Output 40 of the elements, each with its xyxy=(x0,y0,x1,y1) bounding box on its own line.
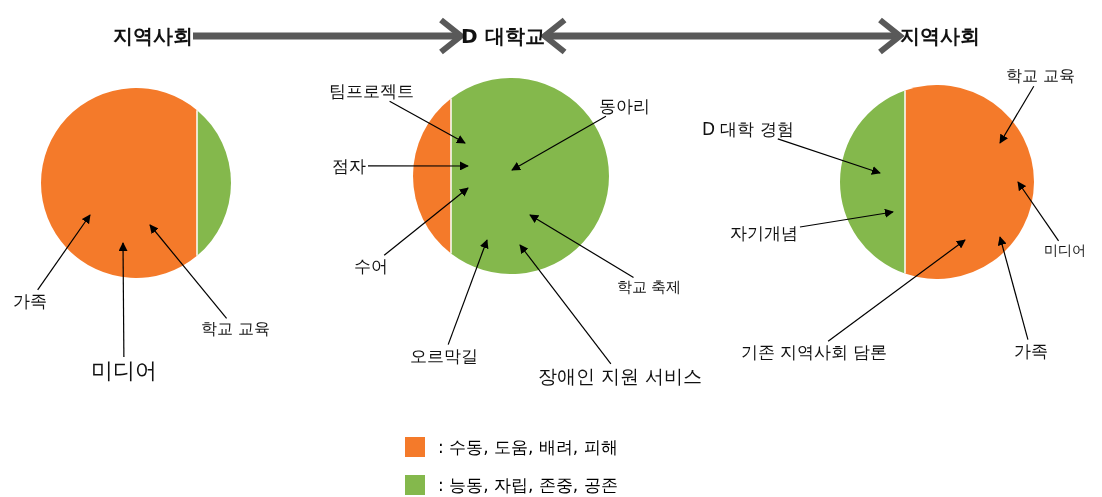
leader-line xyxy=(519,244,612,365)
leader-line xyxy=(827,239,966,342)
callout-label: 동아리 xyxy=(598,96,650,116)
pie-circle xyxy=(41,88,231,278)
legend-label: : 수동, 도움, 배려, 피해 xyxy=(438,436,618,459)
callout-label: 학교 축제 xyxy=(616,278,682,295)
leader-line xyxy=(389,100,466,144)
callout-label: 점자 xyxy=(332,156,366,176)
heading: D 대학교 xyxy=(461,25,545,47)
callout-label: 기존 지역사회 담론 xyxy=(740,342,888,362)
callout-label: 학교 교육 xyxy=(1005,67,1075,85)
callout-label: 자기개념 xyxy=(730,223,798,243)
leader-line xyxy=(37,214,91,291)
leader-line xyxy=(529,214,635,279)
leader-line xyxy=(383,187,469,256)
callout-label: 오르막길 xyxy=(410,346,478,366)
heading: 지역사회 xyxy=(900,25,980,47)
leader-line xyxy=(149,224,228,320)
pie-circle xyxy=(840,85,1034,279)
callout-label: 미디어 xyxy=(1044,242,1086,258)
leader-line xyxy=(997,236,1029,341)
callout-label: 학교 교육 xyxy=(200,320,270,338)
legend-label: : 능동, 자립, 존중, 공존 xyxy=(438,474,618,497)
callout-label: 미디어 xyxy=(91,359,157,384)
leader-line xyxy=(799,208,894,228)
leader-line xyxy=(1017,181,1060,242)
callout-label: D 대학 경험 xyxy=(702,119,794,139)
callout-label: 가족 xyxy=(1014,341,1048,361)
leader-line xyxy=(777,138,881,175)
leader-line xyxy=(118,242,128,358)
arrow xyxy=(541,17,903,55)
heading: 지역사회 xyxy=(113,25,193,47)
callout-label: 수어 xyxy=(354,256,388,276)
leader-line xyxy=(367,161,469,171)
callout-label: 장애인 지원 서비스 xyxy=(538,365,703,387)
callout-label: 가족 xyxy=(13,291,47,311)
callout-label: 팀프로젝트 xyxy=(328,81,414,101)
leader-line xyxy=(511,115,607,171)
leader-line xyxy=(447,239,489,346)
leader-line xyxy=(999,85,1035,144)
